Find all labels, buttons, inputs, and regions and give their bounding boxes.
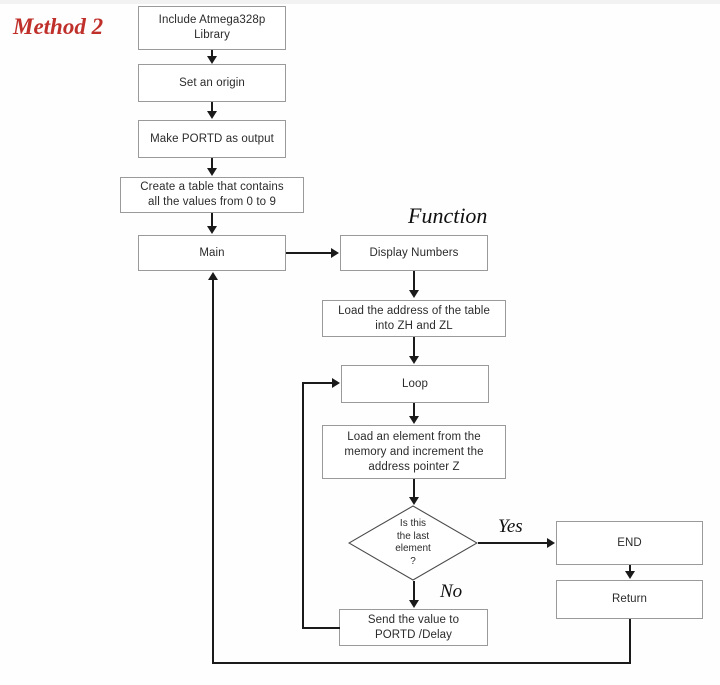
diamond-shape-icon [348,505,478,581]
arrowhead-display-to-loadaddr-icon [409,290,419,298]
connector-return-up-to-main [212,280,214,664]
node-loop[interactable]: Loop [341,365,489,403]
arrowhead-include-to-origin-icon [207,56,217,64]
connector-loadelem-to-decision [413,479,415,498]
node-display-numbers-label: Display Numbers [369,246,459,259]
connector-end-to-return [629,565,631,572]
node-set-origin-label: Set an origin [179,76,245,89]
node-send-value[interactable]: Send the value to PORTD /Delay [339,609,488,646]
branch-label-no: No [440,581,463,602]
connector-decision-yes-to-end [478,542,548,544]
node-make-portd-output-label: Make PORTD as output [150,132,274,145]
node-load-element-line1: Load an element from the [347,430,481,443]
node-end-label: END [617,536,642,549]
arrowhead-table-to-main-icon [207,226,217,234]
node-create-table[interactable]: Create a table that contains all the val… [120,177,304,213]
arrowhead-loop-to-loadelem-icon [409,416,419,424]
node-include-library-line1: Include Atmega328p [158,14,266,26]
node-load-address-line1: Load the address of the table [338,304,490,317]
node-end[interactable]: END [556,521,703,565]
node-set-origin[interactable]: Set an origin [138,64,286,102]
connector-table-to-main [211,213,213,227]
connector-main-to-display [286,252,332,254]
node-create-table-line2: all the values from 0 to 9 [148,196,276,208]
connector-send-to-loopback-v [302,382,304,629]
node-send-value-line2: PORTD /Delay [374,628,453,641]
node-return-label: Return [611,593,648,605]
branch-label-yes: Yes [498,516,523,537]
top-divider [0,0,720,4]
node-load-element[interactable]: Load an element from the memory and incr… [322,425,506,479]
node-decision-last-element[interactable]: Is this the last element ? [348,505,478,581]
arrowhead-origin-to-portd-icon [207,111,217,119]
node-display-numbers[interactable]: Display Numbers [340,235,488,271]
node-load-address-line2: into ZH and ZL [375,319,453,332]
connector-loop-to-loadelem [413,403,415,417]
node-include-library-line2: Library [194,29,230,41]
node-create-table-line1: Create a table that contains [140,181,284,193]
node-load-element-line2: memory and increment the [344,445,484,458]
node-decision-label: Is this the last element ? [348,505,478,581]
node-load-address[interactable]: Load the address of the table into ZH an… [322,300,506,337]
connector-decision-no-to-send [413,581,415,601]
decision-line3: element [395,543,431,554]
decision-line4: ? [410,555,416,567]
decision-line1: Is this [399,518,427,529]
node-make-portd-output[interactable]: Make PORTD as output [138,120,286,158]
connector-portd-to-table [211,158,213,169]
arrowhead-loadaddr-to-loop-icon [409,356,419,364]
connector-loadaddr-to-loop [413,337,415,357]
arrowhead-loopback-to-loop-icon [332,378,340,388]
node-loop-label: Loop [402,377,428,390]
arrowhead-end-to-return-icon [625,571,635,579]
node-main-label: Main [199,246,225,259]
connector-return-down [629,619,631,664]
connector-send-to-loopback-h2 [302,382,333,384]
connector-send-to-loopback-h1 [302,627,340,629]
node-main[interactable]: Main [138,235,286,271]
node-send-value-line1: Send the value to [367,613,460,626]
connector-bottom-rail [212,662,631,664]
connector-include-to-origin [211,50,213,58]
arrowhead-return-to-main-icon [208,272,218,280]
node-include-library[interactable]: Include Atmega328p Library [138,6,286,50]
arrowhead-portd-to-table-icon [207,168,217,176]
connector-display-to-loadaddr [413,271,415,291]
function-title: Function [408,203,488,228]
decision-line2: the last [396,530,430,542]
arrowhead-decision-no-icon [409,600,419,608]
arrowhead-loadelem-to-decision-icon [409,497,419,505]
arrowhead-main-to-display-icon [331,248,339,258]
method-title: Method 2 [13,14,104,39]
arrowhead-decision-yes-icon [547,538,555,548]
node-load-element-line3: address pointer Z [368,460,460,473]
node-return[interactable]: Return [556,580,703,619]
connector-origin-to-portd [211,102,213,112]
